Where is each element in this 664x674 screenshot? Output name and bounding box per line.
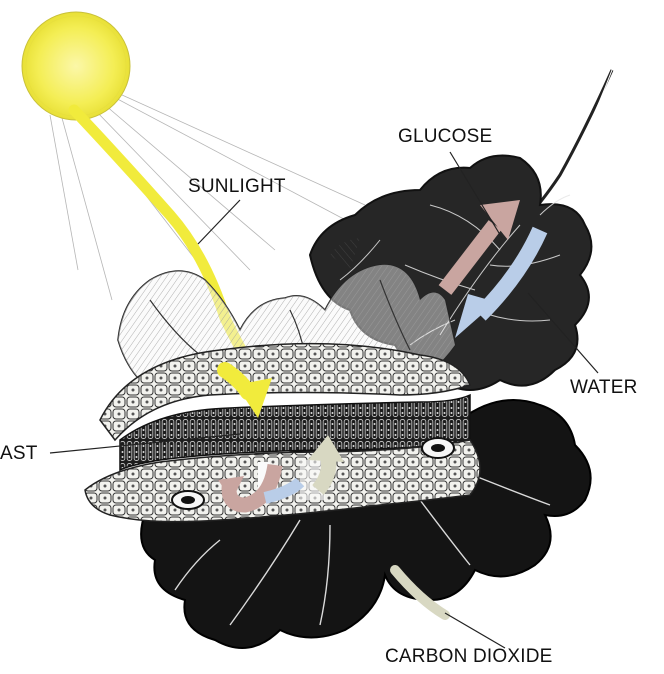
label-glucose: GLUCOSE: [398, 126, 492, 148]
label-sunlight: SUNLIGHT: [188, 176, 286, 198]
label-carbon-dioxide: CARBON DIOXIDE: [385, 646, 553, 668]
sun-icon: [22, 12, 130, 120]
label-water: WATER: [570, 377, 638, 399]
label-chloroplast: AST: [0, 443, 38, 465]
